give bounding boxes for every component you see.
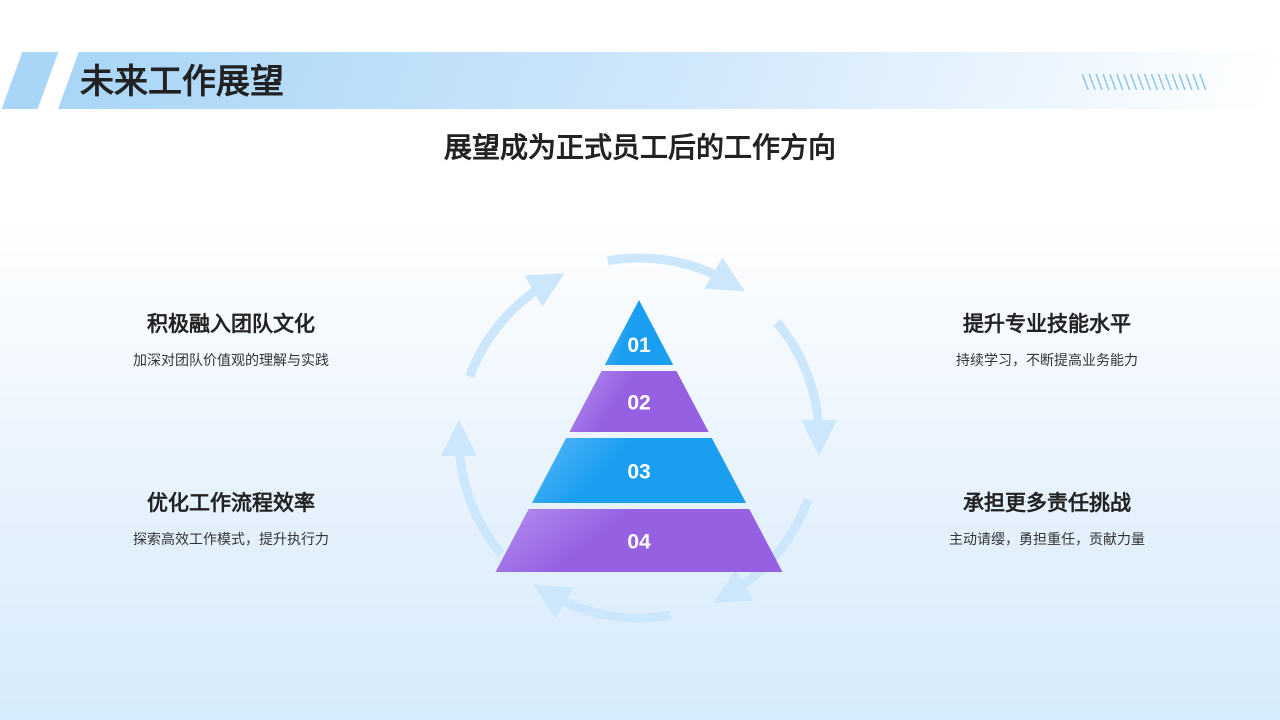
item-title: 积极融入团队文化 xyxy=(147,312,315,336)
pyramid-level-label: 04 xyxy=(627,531,651,554)
cycle-arrow-icon xyxy=(713,498,813,603)
cycle-arrow-icon xyxy=(606,253,745,292)
item-title: 承担更多责任挑战 xyxy=(963,491,1131,515)
item-desc: 持续学习，不断提高业务能力 xyxy=(956,353,1138,369)
item-title: 提升专业技能水平 xyxy=(963,312,1131,336)
slide-subtitle: 展望成为正式员工后的工作方向 xyxy=(443,131,836,164)
pyramid-level-label: 03 xyxy=(627,461,650,484)
cycle-arrow-icon xyxy=(533,584,672,623)
cycle-arrow-icon xyxy=(441,420,505,557)
cycle-arrow-icon xyxy=(465,273,565,378)
item-responsibility: 承担更多责任挑战 主动请缨，勇担重任，贡献力量 xyxy=(897,487,1197,549)
pyramid-level-label: 02 xyxy=(627,392,650,415)
pyramid-level-1 xyxy=(604,300,674,365)
cycle-arrows xyxy=(441,253,837,623)
item-skills: 提升专业技能水平 持续学习，不断提高业务能力 xyxy=(897,308,1197,370)
item-team-culture: 积极融入团队文化 加深对团队价值观的理解与实践 xyxy=(81,308,381,370)
page-title: 未来工作展望 xyxy=(80,62,284,102)
hatch-decoration xyxy=(1082,74,1206,90)
item-desc: 探索高效工作模式，提升执行力 xyxy=(133,532,329,548)
item-desc: 主动请缨，勇担重任，贡献力量 xyxy=(949,532,1145,548)
item-desc: 加深对团队价值观的理解与实践 xyxy=(133,353,329,369)
pyramid-level-2 xyxy=(569,371,709,432)
pyramid-level-3 xyxy=(531,438,747,503)
cycle-arrow-icon xyxy=(773,319,837,456)
pyramid-level-label: 01 xyxy=(627,334,651,357)
item-title: 优化工作流程效率 xyxy=(147,491,315,515)
pyramid-level-4 xyxy=(495,509,783,572)
item-efficiency: 优化工作流程效率 探索高效工作模式，提升执行力 xyxy=(81,487,381,549)
